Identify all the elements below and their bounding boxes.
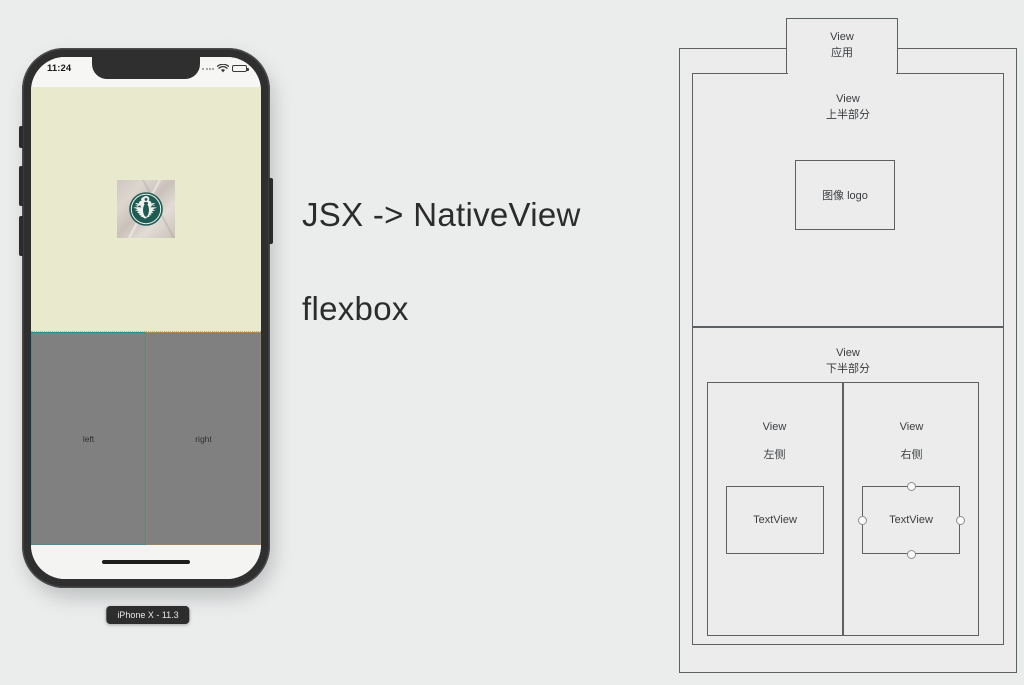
pane-left: left xyxy=(31,332,146,545)
battery-icon xyxy=(232,64,249,73)
node-textview-right-label: TextView xyxy=(889,514,933,526)
selection-handle-bottom[interactable] xyxy=(906,549,916,559)
iphone-simulator: 11:24 xyxy=(19,48,274,624)
home-indicator[interactable] xyxy=(102,560,190,564)
pane-left-label: left xyxy=(82,433,95,444)
status-bar: 11:24 xyxy=(31,57,261,87)
diagram-node-textview-right[interactable]: TextView xyxy=(862,486,960,554)
selection-handle-right[interactable] xyxy=(955,515,965,525)
app-bottom-section: left right xyxy=(31,332,261,545)
pane-right: right xyxy=(146,332,261,545)
node-app-cn: 应用 xyxy=(831,46,853,59)
signal-dots-icon xyxy=(202,67,214,70)
app-top-section xyxy=(31,87,261,332)
power-button[interactable] xyxy=(269,178,273,244)
starbucks-siren-icon xyxy=(129,192,163,226)
node-bottom-half-en: View xyxy=(836,347,860,359)
notch xyxy=(92,57,200,79)
selection-handle-top[interactable] xyxy=(906,481,916,491)
wifi-icon xyxy=(217,64,229,73)
view-hierarchy-diagram: View 应用 View 上半部分 图像 logo View 下半部分 View xyxy=(672,8,1018,678)
volume-up-button[interactable] xyxy=(19,166,23,206)
node-logo-label: 图像 logo xyxy=(822,190,868,202)
phone-screen: 11:24 xyxy=(31,57,261,579)
node-bottom-half-cn: 下半部分 xyxy=(826,362,870,375)
headline-primary: JSX -> NativeView xyxy=(302,196,581,233)
node-top-half-cn: 上半部分 xyxy=(826,108,870,121)
phone-bezel: 11:24 xyxy=(19,48,273,588)
diagram-tab-joint-mask xyxy=(788,71,896,76)
mute-switch-button[interactable] xyxy=(19,126,23,148)
status-bar-time: 11:24 xyxy=(47,63,72,74)
status-bar-indicators xyxy=(202,63,249,73)
node-app-en: View xyxy=(830,31,854,43)
headline-secondary: flexbox xyxy=(302,290,409,327)
pane-right-label: right xyxy=(195,433,212,444)
node-textview-left-label: TextView xyxy=(753,514,797,526)
node-top-half-en: View xyxy=(836,93,860,105)
slide-text-block: JSX -> NativeView flexbox xyxy=(302,196,652,328)
diagram-node-textview-left[interactable]: TextView xyxy=(726,486,824,554)
starbucks-logo-image xyxy=(117,180,175,238)
home-indicator-area xyxy=(31,545,261,579)
selection-handle-left[interactable] xyxy=(857,515,867,525)
volume-down-button[interactable] xyxy=(19,216,23,256)
diagram-column-divider xyxy=(842,382,844,636)
diagram-node-logo[interactable]: 图像 logo xyxy=(795,160,895,230)
device-badge: iPhone X - 11.3 xyxy=(106,606,190,624)
diagram-node-app[interactable]: View 应用 xyxy=(786,18,898,74)
